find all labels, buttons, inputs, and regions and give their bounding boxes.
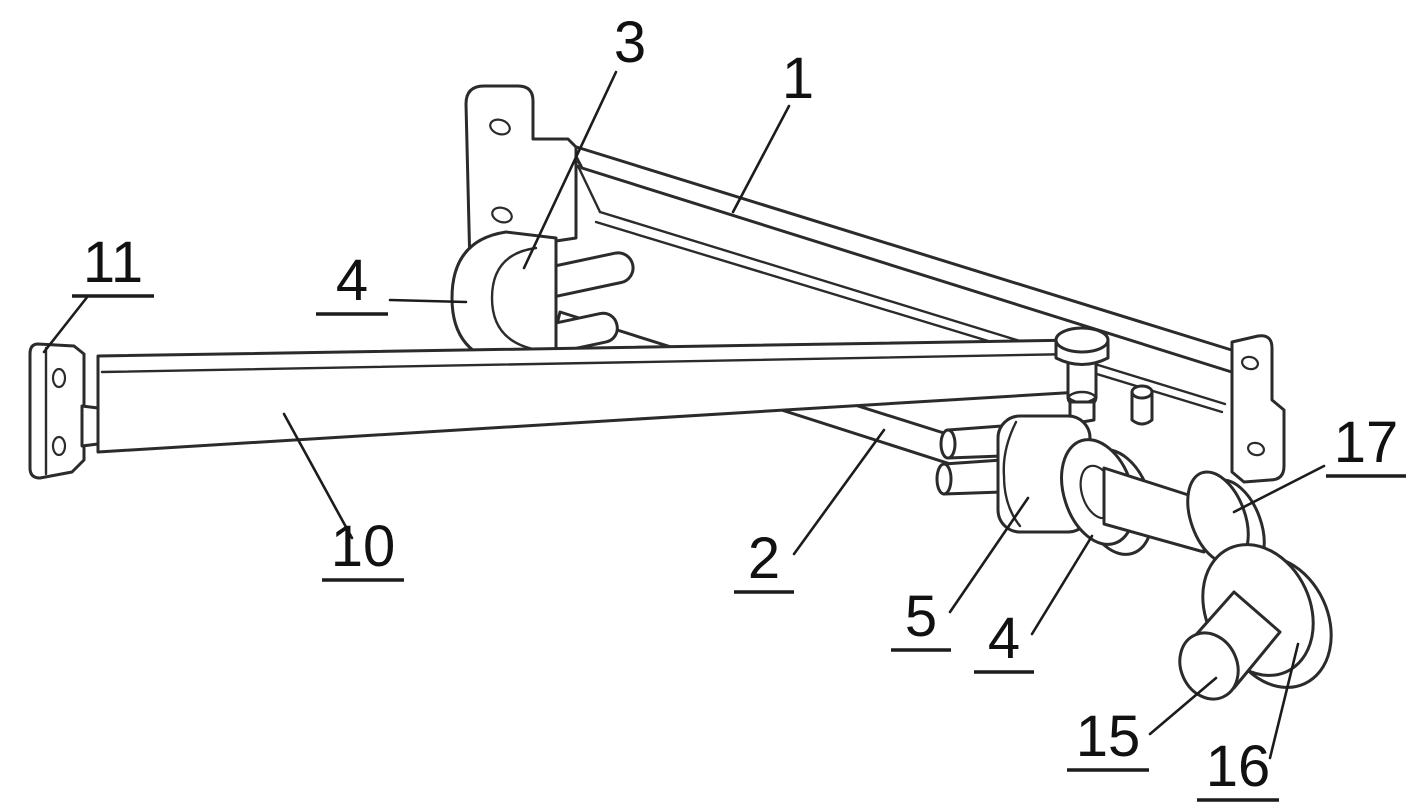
leader-line-16 xyxy=(1268,642,1300,760)
label-17: 17 xyxy=(1334,410,1399,475)
leader-line-4-right xyxy=(1030,534,1094,636)
label-15: 15 xyxy=(1076,704,1141,769)
label-3: 3 xyxy=(614,10,646,75)
leader-lines xyxy=(42,70,1326,760)
leader-line-11 xyxy=(42,294,90,354)
leader-line-17 xyxy=(1232,464,1326,514)
label-5: 5 xyxy=(905,584,937,649)
pivot-bolt xyxy=(1054,326,1110,426)
leader-line-4-left xyxy=(388,298,468,304)
label-4-right: 4 xyxy=(988,606,1020,671)
part-hub-15 xyxy=(1178,590,1282,701)
leader-line-15 xyxy=(1148,676,1218,736)
leader-line-3 xyxy=(522,70,618,270)
small-stud xyxy=(1130,384,1154,426)
right-bracket xyxy=(1230,334,1286,484)
shaft xyxy=(1102,466,1206,554)
label-2: 2 xyxy=(748,526,780,591)
label-16: 16 xyxy=(1206,734,1271,799)
part-bracket-11 xyxy=(28,342,110,480)
label-11: 11 xyxy=(83,230,143,295)
label-1: 1 xyxy=(782,46,814,111)
leader-line-1 xyxy=(731,104,791,214)
leader-line-10 xyxy=(282,412,354,540)
leader-line-2 xyxy=(792,428,886,556)
label-10: 10 xyxy=(331,514,396,579)
leader-line-5 xyxy=(948,496,1030,614)
reference-labels: 3 1 11 4 17 10 2 5 4 15 16 xyxy=(72,10,1406,802)
label-4-left: 4 xyxy=(336,248,368,313)
